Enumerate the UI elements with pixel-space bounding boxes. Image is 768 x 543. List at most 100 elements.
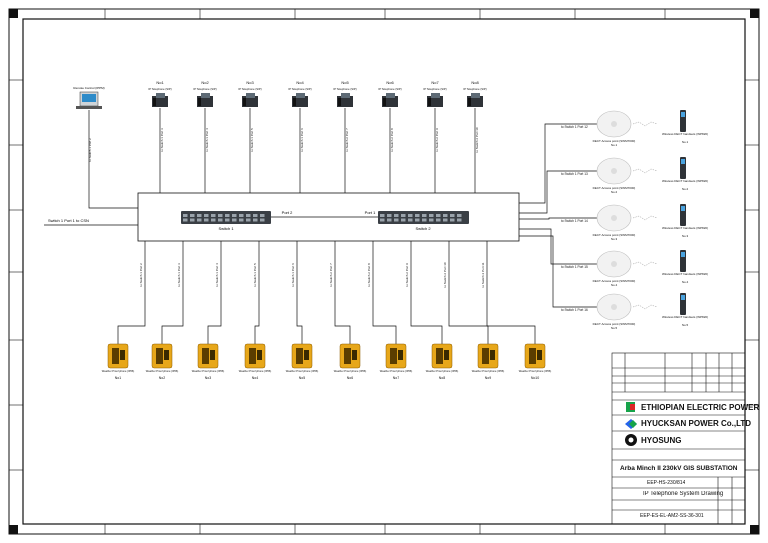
ip-phone-cable-label: to Switch 1 Port 6 [300,128,304,152]
weather-phone-handset [390,348,397,364]
access-point-label: DECT Access point (SWM7000) [593,279,636,283]
weather-phone-number: No2 [159,376,165,380]
wire-access-point [519,228,597,265]
ip-phone-body [242,96,258,107]
weather-phone-keypad [304,350,309,360]
wire-weather-phone [117,241,146,344]
wire-weather-phone [207,241,222,344]
weather-phone-label: Weather Proof phone (IP66) [426,369,459,373]
weather-phone-keypad [490,350,495,360]
weather-phone-cable-label: to Switch 2 Port 10 [443,262,447,288]
ip-phone-screen [386,93,395,98]
operator-cable-label: to Switch 1 Port 2 [88,138,92,162]
dect-handset-label: Wireless DECT handsets (WP820) [662,272,708,276]
ip-phone-screen [156,93,165,98]
drawing-number: EEP-HS-230/814 [647,480,686,486]
access-point-cable-label: to Switch 1 Port 12 [561,125,588,129]
dect-handset-label: Wireless DECT handsets (WP820) [662,315,708,319]
wire-access-point [519,235,597,308]
ip-phone-handset [293,98,296,106]
ip-phone-body [197,96,213,107]
access-point-cable-label: to Switch 1 Port 15 [561,265,588,269]
dect-handset-number: No.5 [682,323,689,327]
weather-phone-number: No6 [347,376,353,380]
switch-1 [181,211,271,224]
ip-phone [152,93,168,107]
weather-phone-label: Weather Proof phone (IP66) [334,369,367,373]
outer-border [8,8,760,535]
weather-phone-cable-label: to Switch 2 Port 7 [329,263,333,287]
weather-phone-keypad [164,350,169,360]
weather-phone-keypad [120,350,125,360]
weather-phone-handset [529,348,536,364]
ip-phone-body [382,96,398,107]
ip-phone-model: IP Telephone (SIP) [423,87,446,91]
weather-phone-number: No1 [115,376,121,380]
switch-1-label: Switch 1 [218,226,234,231]
weather-phone-keypad [257,350,262,360]
weather-phone-keypad [537,350,542,360]
wire-access-point [519,170,597,214]
wire-access-point [519,217,597,220]
ip-phone-number: No6 [386,80,394,85]
ip-phone-body [467,96,483,107]
weather-phone-handset [344,348,351,364]
ip-phone-number: No5 [341,80,349,85]
switch-2-label: Switch 2 [415,226,431,231]
ip-phone-cable-label: to Switch 2 Port 10 [475,127,479,153]
wiring [44,108,597,344]
ip-phone-body [292,96,308,107]
ip-phone-model: IP Telephone (SIP) [288,87,311,91]
wire-weather-phone [161,241,184,344]
ip-phone-model: IP Telephone (SIP) [333,87,356,91]
ip-phone-screen [296,93,305,98]
wire-weather-phone [254,241,260,344]
wire-weather-phone [486,241,536,344]
ip-phone [337,93,353,107]
access-point-number: No.1 [611,143,618,147]
weather-phone-label: Weather Proof phone (IP66) [102,369,135,373]
wire-weather-phone [334,241,351,344]
ip-phone-screen [431,93,440,98]
wire-weather-phone [448,241,489,344]
ip-phone-screen [201,93,210,98]
wire-weather-phone [410,241,443,344]
ip-phone [467,93,483,107]
ip-phone-number: No1 [156,80,164,85]
weather-phone-cable-label: to Switch 2 Port 9 [405,263,409,287]
ip-phone-number: No2 [201,80,209,85]
ip-phone-model: IP Telephone (SIP) [193,87,216,91]
ip-phone-number: No3 [246,80,254,85]
wireless-link [632,304,658,310]
logo-eep [626,402,635,412]
dect-handset-screen [681,206,685,211]
weather-phone-cable-label: to Switch 2 Port 8 [367,263,371,287]
ip-phone-handset [243,98,246,106]
ip-phone-model: IP Telephone (SIP) [238,87,261,91]
dect-handset-screen [681,295,685,300]
weather-phone-number: No9 [485,376,491,380]
dect-handset-screen [681,112,685,117]
wire-weather-phone [372,241,397,344]
access-point-label: DECT Access point (SWM7000) [593,139,636,143]
weather-phone-label: Weather Proof phone (IP66) [380,369,413,373]
access-point-label: DECT Access point (SWM7000) [593,322,636,326]
weather-phone-keypad [210,350,215,360]
access-point-number: No.3 [611,237,618,241]
dect-handsets: Wireless DECT handsets (WP820)No.1Wirele… [662,110,708,327]
access-point-led [611,121,617,127]
weather-phone-handset [156,348,163,364]
weather-phone-cable-label: to Switch 1 Port 3 [177,263,181,287]
weather-phone-handset [112,348,119,364]
weather-phone-handset [436,348,443,364]
weather-phone-keypad [352,350,357,360]
weather-phone-label: Weather Proof phone (IP66) [286,369,319,373]
ip-phone [292,93,308,107]
access-points: DECT Access point (SWM7000)No.1to Switch… [561,110,658,330]
ip-phone-cable-label: to Switch 1 Port 4 [205,128,209,152]
dect-handset-screen [681,252,685,257]
company-eep: ETHIOPIAN ELECTRIC POWER [641,403,760,412]
ip-phone-cable-label: to Switch 1 Port 5 [250,128,254,152]
access-point-label: DECT Access point (SWM7000) [593,186,636,190]
